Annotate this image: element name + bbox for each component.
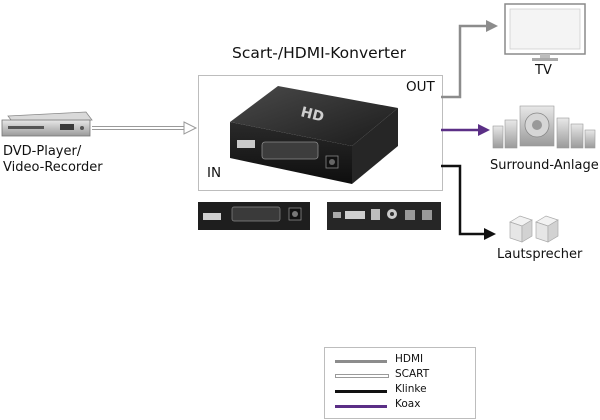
legend-item-klinke: Klinke [335, 383, 475, 398]
converter-rear-view [327, 202, 441, 230]
klinke-connection [441, 164, 496, 240]
legend-swatch-klinke [335, 390, 387, 393]
legend: HDMI SCART Klinke Koax [324, 347, 476, 419]
in-label: IN [207, 165, 222, 181]
koax-connection [441, 124, 490, 136]
converter-front-view [198, 202, 310, 230]
legend-label-hdmi: HDMI [395, 353, 424, 365]
source-label-line1: DVD-Player/ [3, 144, 82, 159]
tv-label: TV [535, 63, 552, 78]
converter-device-image: HD [230, 86, 398, 184]
legend-item-scart: SCART [335, 368, 475, 383]
speaker-icon [509, 215, 559, 243]
legend-swatch-scart [335, 374, 389, 378]
source-label-line2: Video-Recorder [3, 160, 103, 175]
surround-label: Surround-Anlage [490, 158, 599, 173]
source-label: DVD-Player/ Video-Recorder [3, 144, 103, 176]
diagram-title: Scart-/HDMI-Konverter [232, 44, 407, 62]
legend-item-hdmi: HDMI [335, 353, 475, 368]
legend-swatch-hdmi [335, 360, 387, 363]
legend-item-koax: Koax [335, 398, 475, 413]
dvd-player-icon [1, 111, 93, 137]
surround-system-icon [492, 105, 596, 149]
scart-connection [92, 121, 198, 135]
tv-icon [504, 3, 586, 61]
legend-label-klinke: Klinke [395, 383, 427, 395]
legend-swatch-koax [335, 405, 387, 408]
hdmi-connection [441, 20, 498, 99]
legend-label-koax: Koax [395, 398, 421, 410]
device-brand-logo: HD [299, 104, 326, 125]
speaker-label: Lautsprecher [497, 247, 583, 262]
legend-label-scart: SCART [395, 368, 430, 380]
out-label: OUT [406, 79, 435, 95]
